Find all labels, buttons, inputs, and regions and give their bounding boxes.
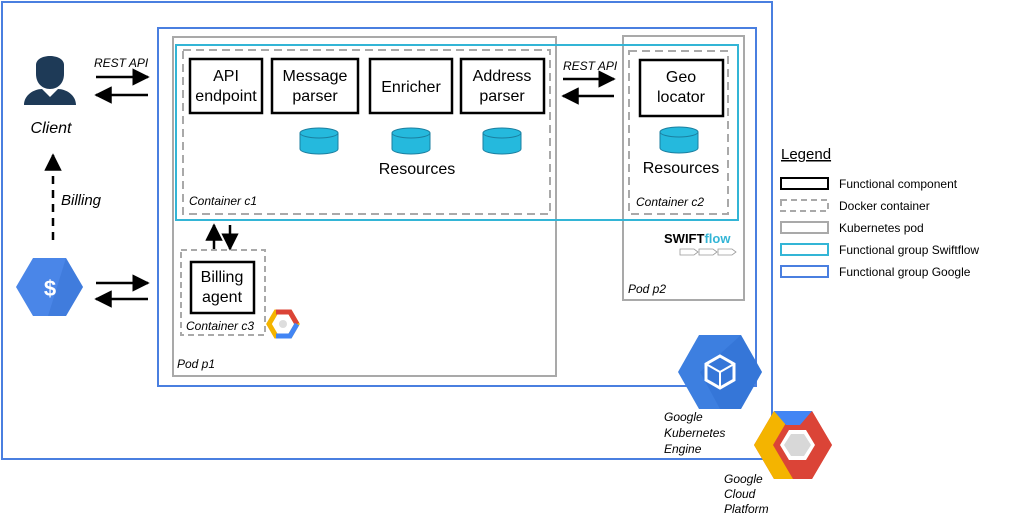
container-engine-hex-icon (266, 309, 300, 339)
swiftflow-logo-part2: flow (704, 231, 731, 246)
address-parser-box (459, 57, 546, 115)
container-c1-box (182, 49, 551, 215)
client-label: Client (31, 120, 72, 137)
container-c2-box (628, 50, 729, 215)
legend-swatch-kubernetes-pod (780, 221, 829, 234)
gke-label-line2: Kubernetes (664, 426, 725, 440)
billing-agent-line2: agent (202, 289, 243, 306)
svg-text:$: $ (44, 276, 56, 301)
billing-link-label: Billing (61, 192, 102, 209)
legend-item-label: Docker container (839, 199, 930, 213)
database-icon (391, 127, 431, 155)
gcp-label-line3: Platform (724, 502, 769, 516)
gcp-label-line1: Google (724, 472, 763, 486)
message-parser-line2: parser (292, 88, 338, 105)
geo-locator-line2: locator (657, 89, 706, 106)
legend-swatch-docker-container (780, 199, 829, 212)
geo-locator-line1: Geo (666, 69, 696, 86)
pod-p2-box (622, 35, 745, 301)
rest-api-left-label: REST API (94, 56, 149, 70)
google-cloud-platform-icon (754, 411, 832, 479)
gcp-label-line2: Cloud (724, 487, 756, 501)
billing-agent-box (189, 260, 256, 315)
legend-item-label: Functional group Google (839, 265, 971, 279)
container-c3-label: Container c3 (186, 319, 254, 333)
address-parser-line2: parser (479, 88, 525, 105)
enricher-label: Enricher (381, 79, 441, 96)
google-group-outer-box (1, 1, 773, 460)
database-icon (659, 126, 699, 154)
address-parser-line1: Address (473, 68, 532, 85)
api-endpoint-box (188, 57, 264, 115)
google-group-inner-box (157, 27, 757, 387)
client-user-icon (24, 56, 76, 105)
gke-label-line1: Google (664, 410, 703, 424)
message-parser-box (270, 57, 360, 115)
legend-item-label: Functional group Swiftflow (839, 243, 979, 257)
swiftflow-logo: SWIFTflow (664, 231, 737, 256)
legend-swatch-swiftflow-group (780, 243, 829, 256)
legend-item-label: Functional component (839, 177, 958, 191)
resources-c2-label: Resources (643, 160, 719, 177)
legend: Legend Functional component Docker conta… (780, 146, 979, 279)
pod-p1-box (172, 36, 557, 377)
database-icon (482, 127, 522, 155)
api-endpoint-line1: API (213, 68, 239, 85)
legend-swatch-functional-component (780, 177, 829, 190)
dollar-billing-icon: $ (16, 258, 83, 316)
gke-label-line3: Engine (664, 442, 702, 456)
pod-p2-label: Pod p2 (628, 282, 666, 296)
billing-agent-line1: Billing (201, 269, 244, 286)
legend-item-label: Kubernetes pod (839, 221, 924, 235)
container-c2-label: Container c2 (636, 195, 704, 209)
database-icon (299, 127, 339, 155)
enricher-box (368, 57, 454, 115)
legend-title: Legend (781, 146, 831, 163)
kubernetes-engine-icon (678, 335, 762, 409)
api-endpoint-line2: endpoint (195, 88, 257, 105)
legend-swatch-google-group (780, 265, 829, 278)
swiftflow-group-box (175, 44, 739, 221)
container-c1-label: Container c1 (189, 194, 257, 208)
resources-c1-label: Resources (379, 161, 455, 178)
geo-locator-box (638, 58, 725, 118)
message-parser-line1: Message (283, 68, 348, 85)
rest-api-right-label: REST API (563, 59, 618, 73)
swiftflow-logo-part1: SWIFT (664, 231, 704, 246)
svg-text:SWIFTflow: SWIFTflow (664, 231, 731, 246)
pod-p1-label: Pod p1 (177, 357, 215, 371)
